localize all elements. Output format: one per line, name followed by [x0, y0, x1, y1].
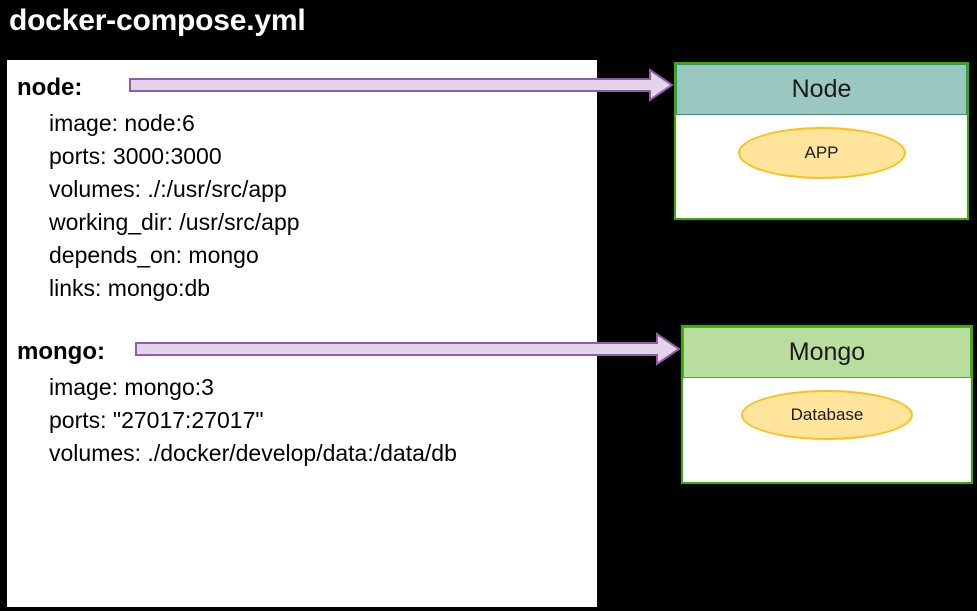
- container-header-node: Node: [676, 64, 967, 115]
- component-ellipse-app: APP: [737, 127, 906, 179]
- container-box-mongo[interactable]: Mongo Database: [681, 325, 973, 484]
- service-line: working_dir: /usr/src/app: [49, 209, 300, 235]
- container-box-node[interactable]: Node APP: [674, 62, 969, 220]
- service-line: links: mongo:db: [49, 275, 211, 301]
- service-line: ports: "27017:27017": [49, 407, 264, 433]
- arrow-node-to-container: [129, 68, 674, 102]
- service-line: depends_on: mongo: [49, 242, 259, 268]
- service-line: volumes: ./docker/develop/data:/data/db: [49, 440, 457, 466]
- container-header-mongo: Mongo: [683, 327, 971, 378]
- component-ellipse-database: Database: [741, 390, 913, 440]
- yaml-panel: node: image: node:6 ports: 3000:3000 vol…: [7, 60, 597, 607]
- container-body-mongo: Database: [683, 378, 971, 482]
- service-line: ports: 3000:3000: [49, 143, 222, 169]
- page-title: docker-compose.yml: [9, 4, 306, 37]
- container-body-node: APP: [676, 115, 967, 218]
- service-lines-node: image: node:6 ports: 3000:3000 volumes: …: [49, 107, 300, 305]
- service-key-node: node:: [17, 74, 83, 101]
- arrow-mongo-to-container: [135, 332, 681, 366]
- service-key-mongo: mongo:: [17, 338, 105, 365]
- service-line: image: mongo:3: [49, 374, 214, 400]
- service-line: image: node:6: [49, 110, 195, 136]
- service-lines-mongo: image: mongo:3 ports: "27017:27017" volu…: [49, 371, 457, 470]
- service-line: volumes: ./:/usr/src/app: [49, 176, 287, 202]
